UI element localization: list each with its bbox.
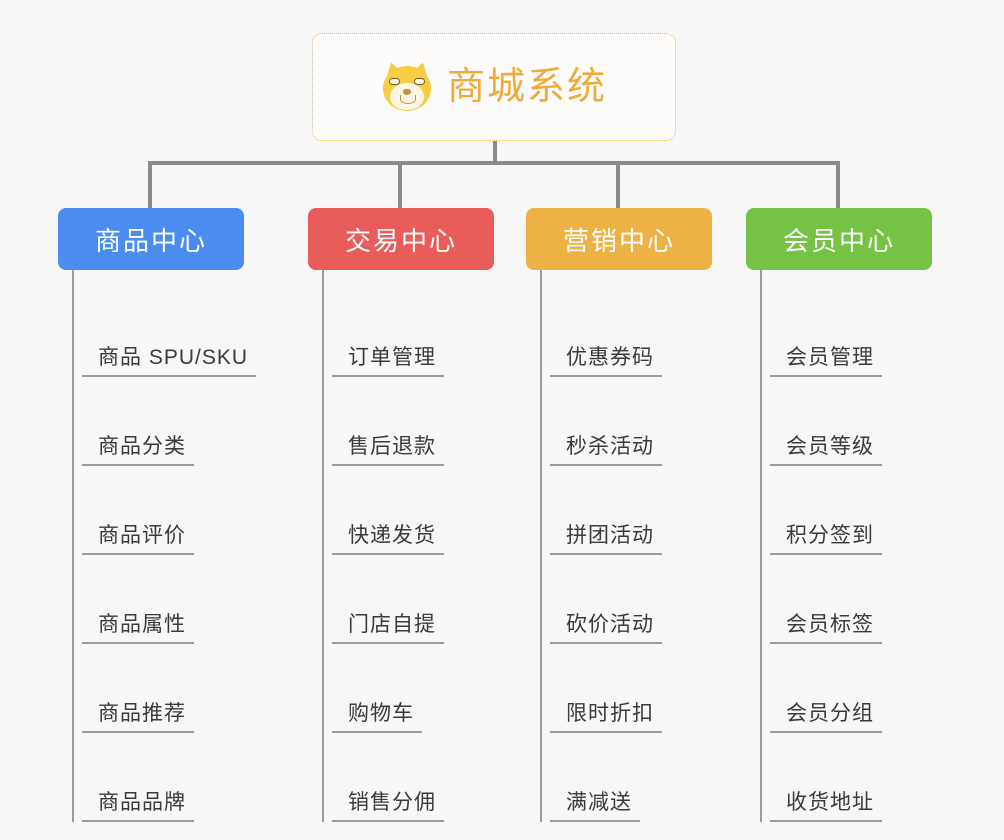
leaf-item[interactable]: 商品属性 [74,555,256,644]
leaf-item-label: 售后退款 [332,435,444,466]
leaf-item[interactable]: 购物车 [324,644,494,733]
leaf-item-label: 商品分类 [82,435,194,466]
leaf-item-label: 优惠券码 [550,346,662,377]
leaf-trunk-3: 会员管理会员等级积分签到会员标签会员分组收货地址 [760,270,932,822]
branch-column-1: 交易中心订单管理售后退款快递发货门店自提购物车销售分佣 [308,208,494,822]
category-header-label: 会员中心 [782,225,895,256]
category-header-0[interactable]: 商品中心 [58,208,244,270]
leaf-item[interactable]: 售后退款 [324,377,494,466]
leaf-item-label: 销售分佣 [332,791,444,822]
leaf-item-label: 商品品牌 [82,791,194,822]
leaf-item[interactable]: 订单管理 [324,288,494,377]
leaf-item[interactable]: 限时折扣 [542,644,712,733]
leaf-item[interactable]: 销售分佣 [324,733,494,822]
leaf-item-label: 秒杀活动 [550,435,662,466]
leaf-item[interactable]: 商品推荐 [74,644,256,733]
branch-column-0: 商品中心商品 SPU/SKU 商品分类商品评价商品属性商品推荐商品品牌 [58,208,257,822]
leaf-item-label: 会员管理 [770,346,882,377]
leaf-item-label: 商品评价 [82,524,194,555]
connector-horizontal-bus [150,161,840,165]
connector-drop-1 [398,161,402,209]
category-header-label: 交易中心 [344,225,457,256]
branch-column-3: 会员中心会员管理会员等级积分签到会员标签会员分组收货地址 [746,208,932,822]
leaf-item-label: 会员分组 [770,702,882,733]
connector-drop-2 [616,161,620,209]
leaf-item[interactable]: 会员管理 [762,288,932,377]
leaf-item-label: 购物车 [332,702,422,733]
leaf-item[interactable]: 商品评价 [74,466,256,555]
leaf-trunk-0: 商品 SPU/SKU 商品分类商品评价商品属性商品推荐商品品牌 [72,270,257,822]
leaf-item[interactable]: 秒杀活动 [542,377,712,466]
leaf-item[interactable]: 会员分组 [762,644,932,733]
leaf-trunk-2: 优惠券码秒杀活动拼团活动砍价活动限时折扣满减送 [540,270,712,822]
leaf-item[interactable]: 商品分类 [74,377,256,466]
leaf-item[interactable]: 门店自提 [324,555,494,644]
category-header-1[interactable]: 交易中心 [308,208,494,270]
leaf-item[interactable]: 商品品牌 [74,733,256,822]
category-header-3[interactable]: 会员中心 [746,208,932,270]
category-header-label: 商品中心 [94,225,207,256]
category-header-label: 营销中心 [562,225,675,256]
leaf-item-label: 门店自提 [332,613,444,644]
leaf-item-label: 会员标签 [770,613,882,644]
leaf-item[interactable]: 会员等级 [762,377,932,466]
root-node[interactable]: 商城系统 [312,33,676,141]
shiba-dog-face-icon [381,60,433,113]
root-title: 商城系统 [446,66,607,108]
leaf-item[interactable]: 砍价活动 [542,555,712,644]
leaf-item-label: 订单管理 [332,346,444,377]
leaf-item-label: 快递发货 [332,524,444,555]
leaf-item-label: 商品推荐 [82,702,194,733]
leaf-item-label: 积分签到 [770,524,882,555]
leaf-item-label: 拼团活动 [550,524,662,555]
leaf-item-label: 满减送 [550,791,640,822]
leaf-item-label: 商品属性 [82,613,194,644]
category-header-2[interactable]: 营销中心 [526,208,712,270]
leaf-item[interactable]: 优惠券码 [542,288,712,377]
leaf-item[interactable]: 拼团活动 [542,466,712,555]
leaf-item[interactable]: 会员标签 [762,555,932,644]
connector-drop-0 [148,161,152,209]
leaf-item[interactable]: 积分签到 [762,466,932,555]
leaf-trunk-1: 订单管理售后退款快递发货门店自提购物车销售分佣 [322,270,494,822]
leaf-item-label: 砍价活动 [550,613,662,644]
leaf-item-label: 收货地址 [770,791,882,822]
leaf-item-label: 商品 SPU/SKU [82,346,257,377]
connector-root-stem [493,141,497,163]
leaf-item[interactable]: 商品 SPU/SKU [74,288,257,377]
leaf-item[interactable]: 快递发货 [324,466,494,555]
leaf-item-label: 限时折扣 [550,702,662,733]
leaf-item[interactable]: 收货地址 [762,733,932,822]
leaf-item[interactable]: 满减送 [542,733,712,822]
connector-drop-3 [836,161,840,209]
branch-column-2: 营销中心优惠券码秒杀活动拼团活动砍价活动限时折扣满减送 [526,208,712,822]
leaf-item-label: 会员等级 [770,435,882,466]
